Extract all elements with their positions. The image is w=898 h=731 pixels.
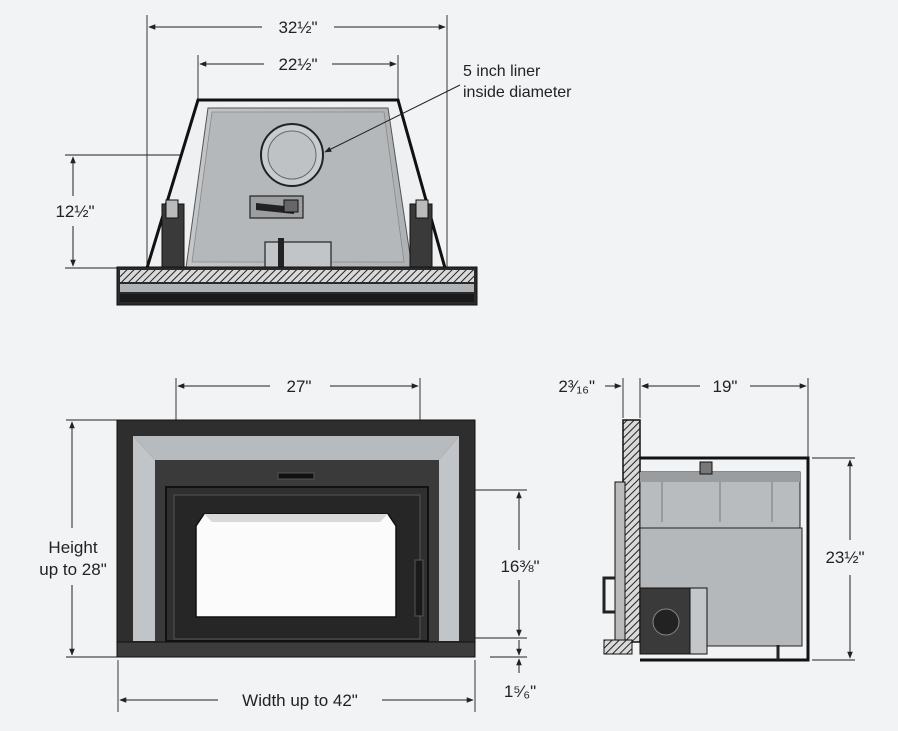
dim-opening-width: 27" — [287, 377, 312, 396]
front-glass — [195, 513, 397, 618]
dim-width-label: Width up to 42" — [242, 691, 358, 710]
dim-glass-height: 16⅜" — [500, 557, 539, 576]
dim-side-height: 23½" — [825, 548, 864, 567]
right-latch — [409, 199, 433, 269]
height-label-line1: Height — [48, 538, 97, 557]
side-view: 2³⁄₁₆" 19" 23½" — [558, 377, 865, 662]
left-latch — [161, 199, 185, 269]
liner-note-line2: inside diameter — [463, 84, 572, 101]
side-faceplate — [622, 419, 641, 643]
liner-note-line1: 5 inch liner — [463, 63, 541, 80]
height-label-line2: up to 28" — [39, 560, 106, 579]
dim-top-width: 22½" — [278, 55, 317, 74]
top-view: 32½" 22½" 12½" — [55, 15, 572, 306]
dim-depth: 12½" — [55, 202, 94, 221]
dim-overall-width: 32½" — [278, 18, 317, 37]
dim-body-depth: 19" — [713, 377, 738, 396]
front-view: 27" Height up to 28" Width up to 42" 16⅜… — [39, 377, 540, 712]
dim-bottom-offset: 1⁵⁄₆" — [504, 682, 536, 701]
dim-face-depth: 2³⁄₁₆" — [558, 377, 595, 396]
